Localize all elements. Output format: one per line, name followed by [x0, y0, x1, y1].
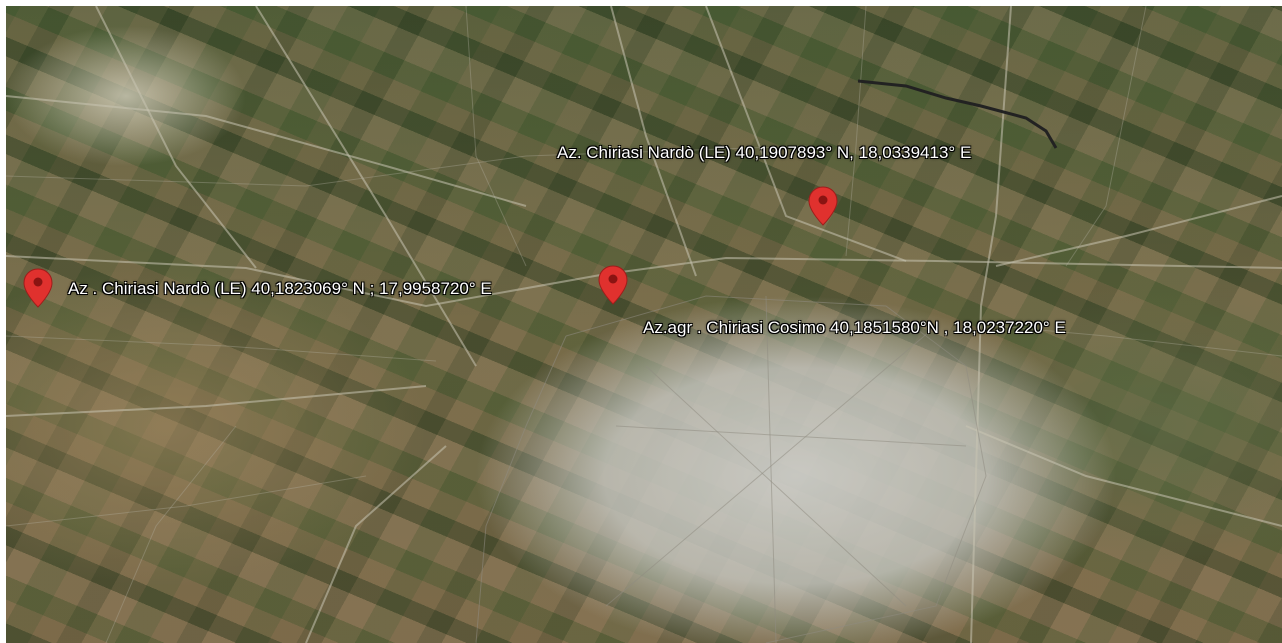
satellite-map[interactable]: Az. Chiriasi Nardò (LE) 40,1907893° N, 1…	[6, 6, 1282, 643]
map-pin-icon[interactable]	[808, 186, 838, 226]
map-pin-icon[interactable]	[23, 268, 53, 308]
map-pin-icon[interactable]	[598, 265, 628, 305]
marker-label: Az.agr . Chiriasi Cosimo 40,1851580°N , …	[643, 318, 1066, 337]
marker-label: Az . Chiriasi Nardò (LE) 40,1823069° N ;…	[68, 279, 492, 298]
marker-label: Az. Chiriasi Nardò (LE) 40,1907893° N, 1…	[557, 143, 972, 162]
road-network	[6, 6, 1282, 643]
